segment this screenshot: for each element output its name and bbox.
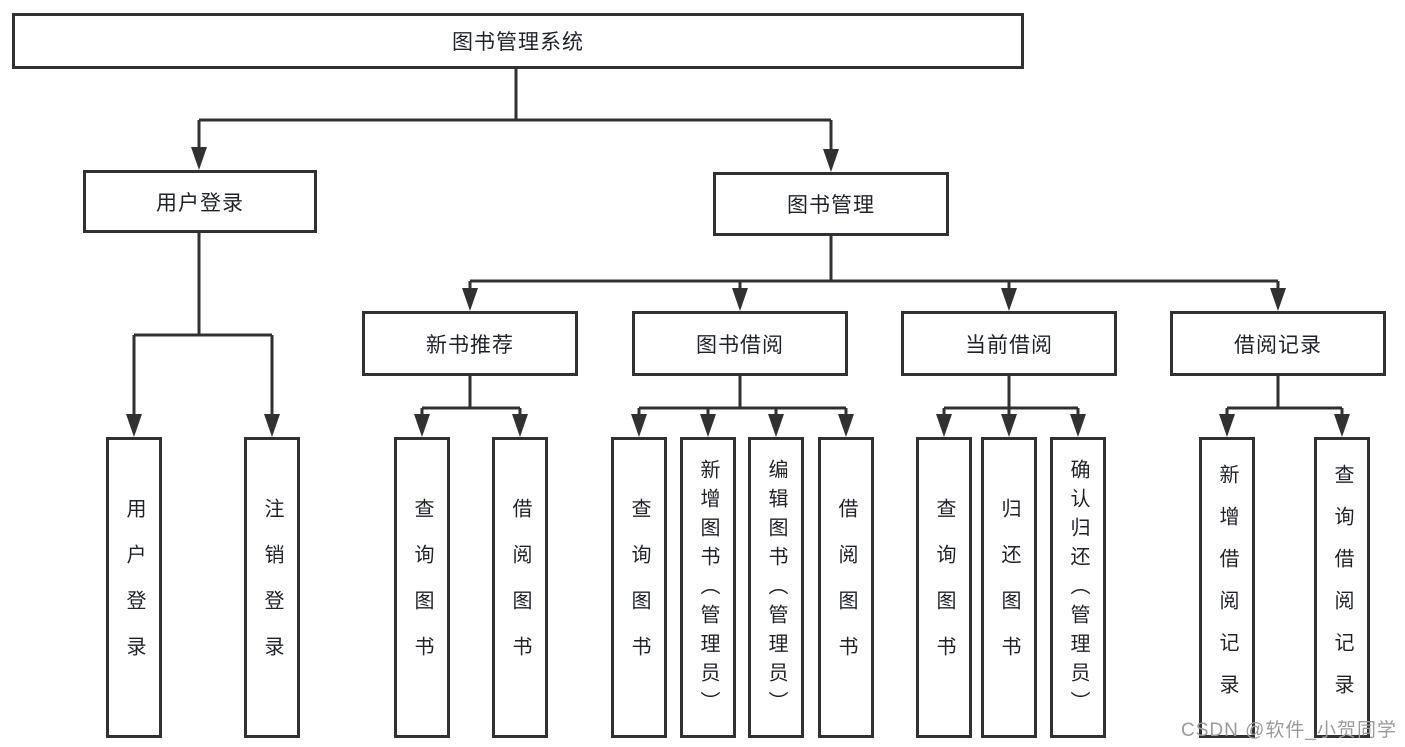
arrowhead xyxy=(838,414,854,437)
arrowhead xyxy=(1334,414,1350,437)
leaf-label: 确认归还（管理员） xyxy=(1067,459,1089,720)
leaf-logout: 注销登录 xyxy=(244,437,300,738)
node-root: 图书管理系统 xyxy=(12,13,1024,69)
arrowhead xyxy=(264,414,280,437)
node-label: 借阅记录 xyxy=(1234,333,1322,357)
leaf-label: 新增借阅记录 xyxy=(1216,463,1238,716)
leaf-label: 用户登录 xyxy=(123,497,145,682)
arrowhead xyxy=(1001,288,1017,311)
connector-book-borrow xyxy=(631,376,854,437)
leaf-query-books-rec: 查询图书 xyxy=(394,437,450,738)
connector-root xyxy=(191,69,839,172)
csdn-watermark: CSDN @软件_小贺同学 xyxy=(1181,720,1397,741)
leaf-add-book-admin: 新增图书（管理员） xyxy=(680,437,736,738)
node-borrow-records: 借阅记录 xyxy=(1170,311,1386,376)
arrowhead xyxy=(1001,414,1017,437)
leaf-label: 查询图书 xyxy=(933,497,955,682)
leaf-label: 借阅图书 xyxy=(835,497,857,682)
arrowhead xyxy=(823,149,839,172)
node-book-mgmt: 图书管理 xyxy=(713,172,949,236)
leaf-borrow-books-rec: 借阅图书 xyxy=(492,437,548,738)
node-label: 图书管理 xyxy=(787,194,875,217)
leaf-confirm-return-admin: 确认归还（管理员） xyxy=(1050,437,1106,738)
leaf-borrow-books: 借阅图书 xyxy=(818,437,874,738)
leaf-user-login: 用户登录 xyxy=(106,437,162,738)
node-label: 新书推荐 xyxy=(426,333,514,357)
leaf-edit-book-admin: 编辑图书（管理员） xyxy=(748,437,804,738)
node-new-book-rec: 新书推荐 xyxy=(362,311,578,376)
connector-user-login xyxy=(126,233,280,437)
leaf-query-borrow-record: 查询借阅记录 xyxy=(1314,437,1370,738)
leaf-label: 归还图书 xyxy=(998,497,1020,682)
leaf-label: 注销登录 xyxy=(261,497,283,682)
arrowhead xyxy=(631,414,647,437)
arrowhead xyxy=(1219,414,1235,437)
connector-borrow-records xyxy=(1219,376,1350,437)
arrowhead xyxy=(1070,414,1086,437)
arrowhead xyxy=(191,147,207,170)
leaf-label: 查询图书 xyxy=(628,497,650,682)
node-current-borrow: 当前借阅 xyxy=(901,311,1117,376)
node-label: 用户登录 xyxy=(156,191,244,215)
arrowhead xyxy=(1270,288,1286,311)
leaf-label: 编辑图书（管理员） xyxy=(765,459,787,720)
arrowhead xyxy=(768,414,784,437)
leaf-label: 借阅图书 xyxy=(509,497,531,682)
arrowhead xyxy=(414,414,430,437)
arrowhead xyxy=(126,414,142,437)
node-root-label: 图书管理系统 xyxy=(452,31,584,54)
arrowhead xyxy=(512,414,528,437)
connector-book-mgmt xyxy=(462,236,1286,311)
leaf-query-books-borrow: 查询图书 xyxy=(611,437,667,738)
leaf-label: 查询借阅记录 xyxy=(1331,463,1353,716)
arrowhead xyxy=(462,288,478,311)
connector-current-borrow xyxy=(936,376,1086,437)
arrowhead xyxy=(936,414,952,437)
node-user-login-branch: 用户登录 xyxy=(83,170,317,233)
leaf-label: 新增图书（管理员） xyxy=(697,459,719,720)
node-label: 当前借阅 xyxy=(965,333,1053,357)
node-book-borrow: 图书借阅 xyxy=(632,311,848,376)
connector-new-book-rec xyxy=(414,376,528,437)
arrowhead xyxy=(700,414,716,437)
leaf-label: 查询图书 xyxy=(411,497,433,682)
leaf-query-books-current: 查询图书 xyxy=(916,437,972,738)
arrowhead xyxy=(732,288,748,311)
leaf-return-books: 归还图书 xyxy=(981,437,1037,738)
leaf-add-borrow-record: 新增借阅记录 xyxy=(1199,437,1255,738)
node-label: 图书借阅 xyxy=(696,333,784,357)
